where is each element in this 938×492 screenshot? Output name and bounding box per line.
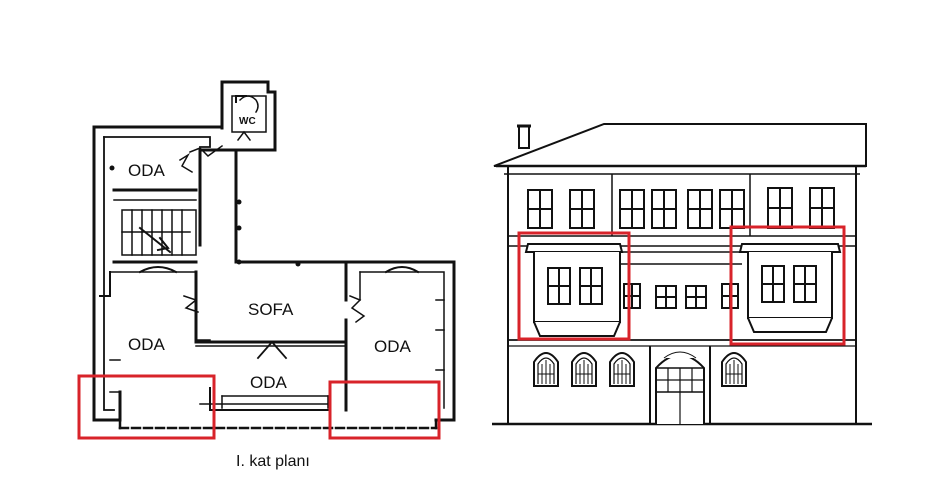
ground-floor: [533, 346, 747, 424]
middle-windows: [620, 251, 742, 309]
floor-plan: [92, 80, 456, 430]
room-label-wc: WC: [239, 116, 256, 127]
upper-windows: [527, 187, 835, 229]
room-label-oda-top: ODA: [128, 161, 166, 180]
room-label-oda-bottom: ODA: [250, 373, 288, 392]
right-room-walls: [344, 260, 445, 412]
left-bay: [524, 243, 624, 337]
staircase: [121, 209, 197, 256]
facade: [492, 166, 872, 426]
inner-walls: [103, 136, 238, 411]
roof: [493, 123, 867, 168]
room-label-oda-left: ODA: [128, 335, 166, 354]
outer-walls: [92, 125, 456, 422]
highlight-box-elevation-right: [729, 225, 846, 346]
right-bay: [738, 243, 842, 333]
center-partitions: [195, 340, 347, 411]
room-label-sofa: SOFA: [248, 300, 294, 319]
left-room-walls: [99, 266, 348, 393]
highlight-box-plan-left: [77, 374, 216, 440]
highlight-box-elevation-left: [517, 231, 631, 341]
plan-caption: I. kat planı: [236, 453, 310, 470]
room-label-oda-right: ODA: [374, 337, 412, 356]
projection-lines: [118, 418, 438, 430]
highlight-box-plan-right: [328, 380, 441, 440]
posts: [109, 165, 301, 267]
chimney: [517, 124, 531, 149]
wc-annex: [220, 80, 277, 152]
elevation: [492, 123, 872, 426]
